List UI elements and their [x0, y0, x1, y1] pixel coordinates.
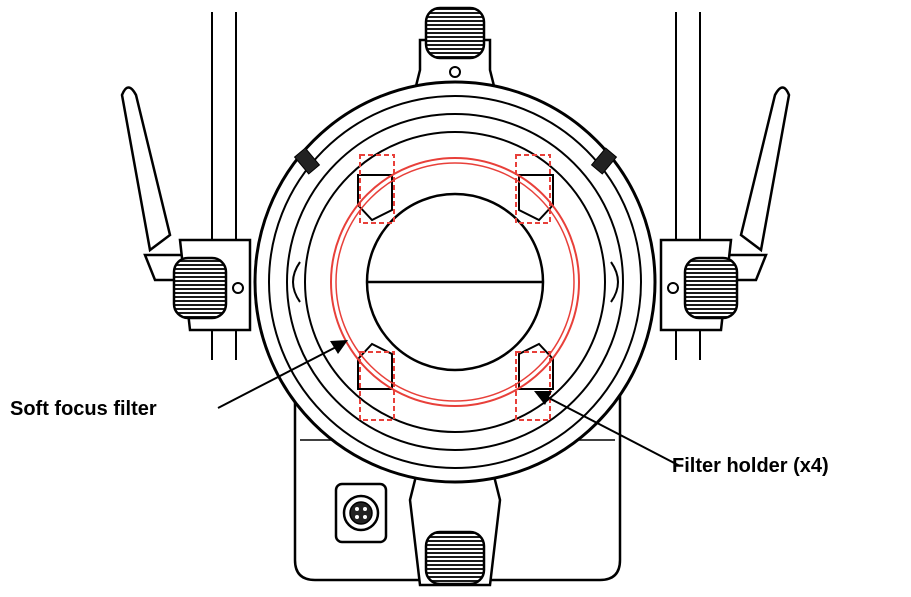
callout-leader-filter-holder: [534, 391, 681, 467]
bottom-knob: [408, 458, 502, 587]
filter-holder-highlights: [359, 154, 551, 421]
left-knob: [172, 256, 244, 320]
callout-leader-soft-focus: [217, 340, 348, 409]
right-knob: [667, 256, 739, 320]
soft-focus-filter-label: Soft focus filter: [10, 398, 157, 420]
inner-lens: [365, 192, 545, 372]
connector-socket: [334, 482, 388, 544]
filter-holder-label: Filter holder (x4): [672, 455, 829, 477]
soft-focus-filter-ring: [330, 157, 580, 407]
